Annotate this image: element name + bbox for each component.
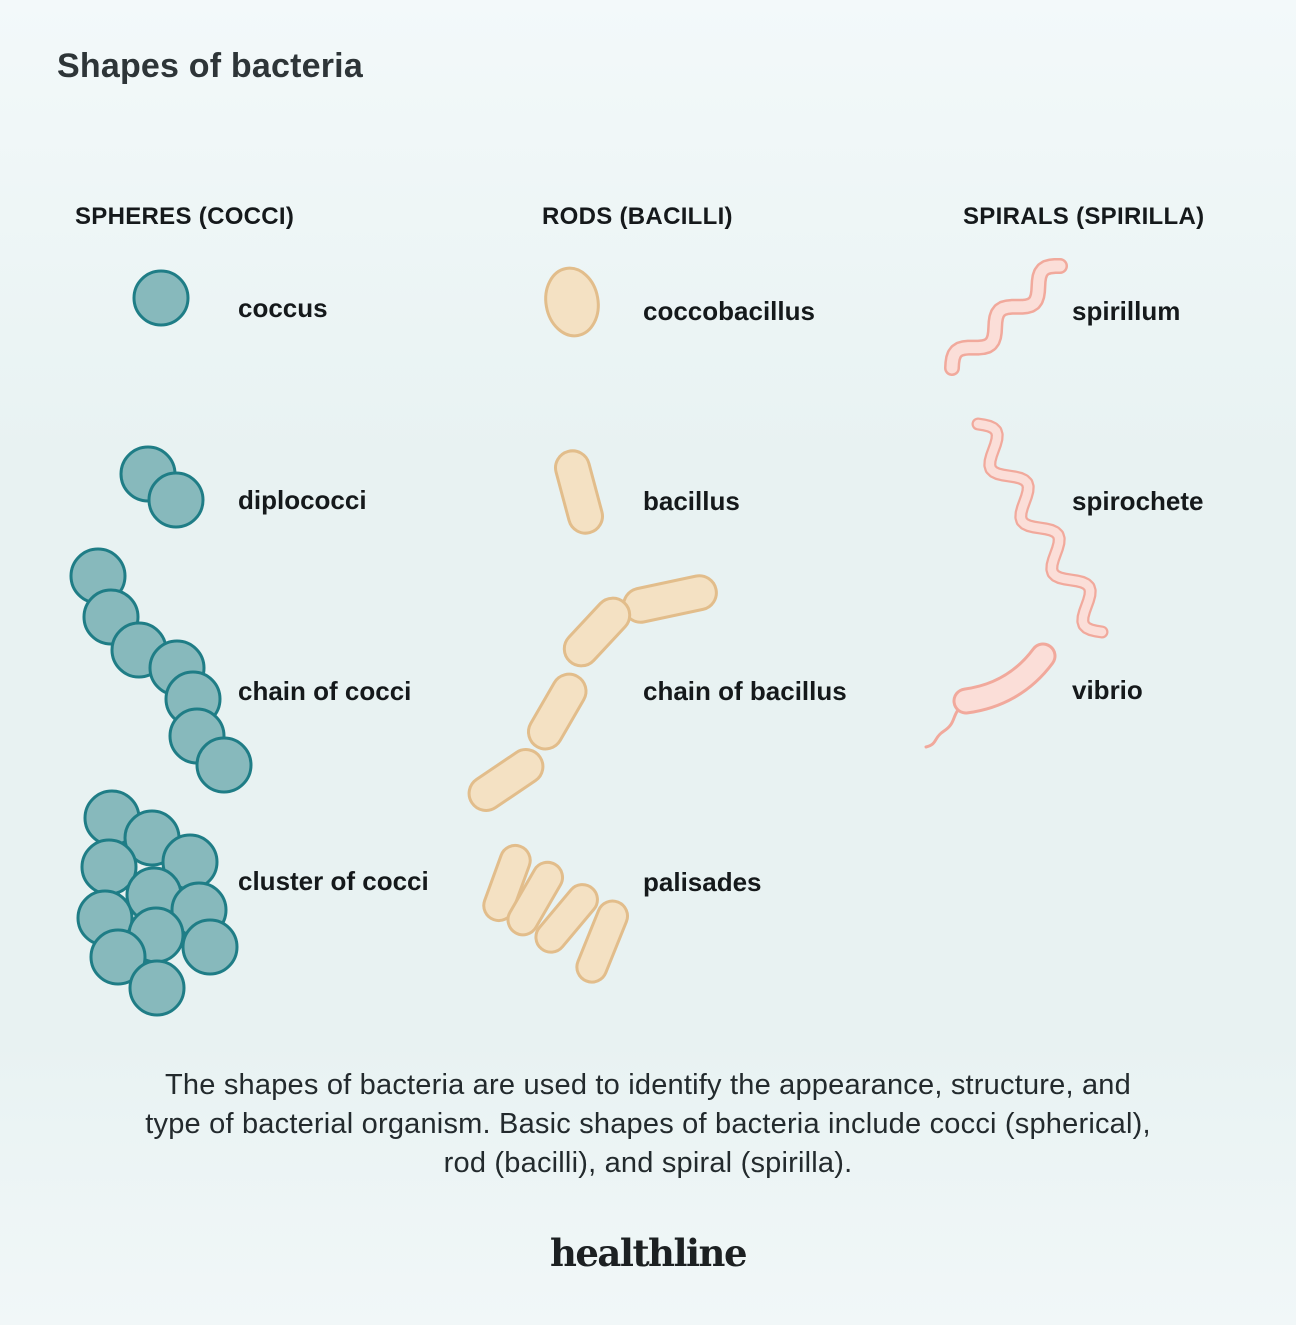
chain-of-bacillus-shape bbox=[467, 574, 718, 812]
healthline-logo: healthline bbox=[549, 1231, 748, 1275]
label-coccus: coccus bbox=[238, 293, 328, 323]
label-spirillum: spirillum bbox=[1072, 296, 1181, 326]
spirochete-shape bbox=[971, 417, 1109, 639]
label-chain-of-cocci: chain of cocci bbox=[238, 676, 412, 706]
chain-of-cocci-shape bbox=[69, 547, 253, 794]
coccobacillus-shape bbox=[544, 266, 600, 338]
label-chain-of-bacillus: chain of bacillus bbox=[643, 676, 847, 706]
description-line: rod (bacilli), and spiral (spirilla). bbox=[443, 1147, 853, 1179]
palisades-shape bbox=[482, 843, 629, 984]
bacillus-shape bbox=[554, 449, 604, 535]
description-line: The shapes of bacteria are used to ident… bbox=[165, 1069, 1131, 1101]
label-palisades: palisades bbox=[643, 867, 762, 897]
vibrio-shape bbox=[924, 642, 1057, 749]
column-header-rods: RODS (BACILLI) bbox=[542, 203, 733, 230]
description-text: The shapes of bacteria are used to ident… bbox=[0, 1066, 1296, 1183]
description-line: type of bacterial organism. Basic shapes… bbox=[145, 1108, 1151, 1140]
cluster-of-cocci-shape bbox=[76, 789, 239, 1017]
label-coccobacillus: coccobacillus bbox=[643, 296, 815, 326]
coccus-shape bbox=[132, 269, 190, 327]
column-header-spheres: SPHERES (COCCI) bbox=[75, 203, 295, 230]
label-diplococci: diplococci bbox=[238, 485, 367, 515]
diplococci-shape bbox=[119, 445, 205, 529]
label-bacillus: bacillus bbox=[643, 486, 740, 516]
label-cluster-of-cocci: cluster of cocci bbox=[238, 866, 429, 896]
spirillum-shape bbox=[944, 258, 1068, 376]
column-header-spirals: SPIRALS (SPIRILLA) bbox=[963, 203, 1205, 230]
page-title: Shapes of bacteria bbox=[57, 47, 363, 85]
label-spirochete: spirochete bbox=[1072, 486, 1204, 516]
label-vibrio: vibrio bbox=[1072, 675, 1143, 705]
